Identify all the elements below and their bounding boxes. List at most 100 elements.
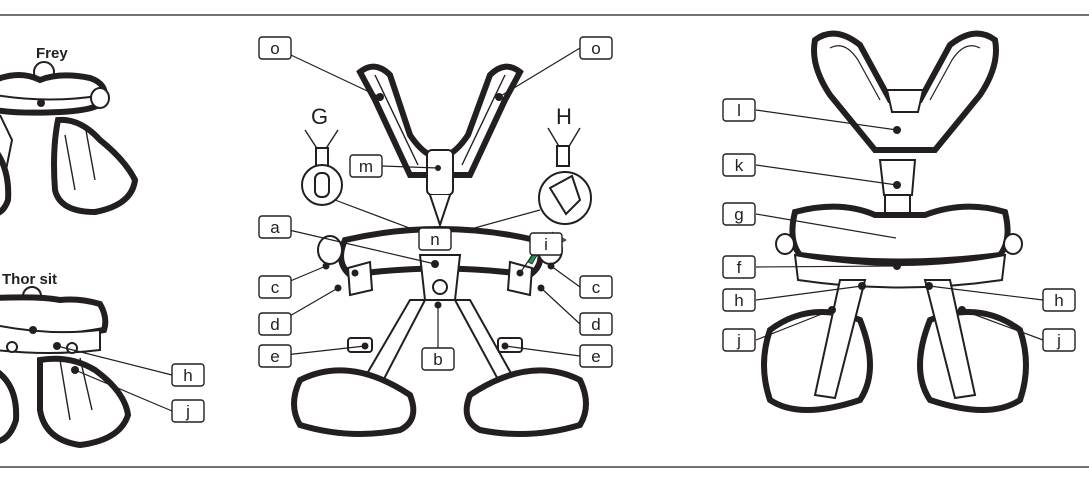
- frey-left-leg-loop: [0, 152, 12, 216]
- label-g: g: [722, 202, 756, 226]
- right-right-gear-loop: [1003, 233, 1023, 255]
- svg-text:l: l: [737, 101, 741, 120]
- right-waist-pad: [789, 203, 1011, 265]
- inset-h-leader: [459, 209, 541, 233]
- label-o-right: o: [579, 36, 613, 60]
- inset-g-leader: [334, 199, 421, 233]
- center-b-ring: [432, 279, 448, 295]
- center-chest-link: [429, 194, 451, 229]
- leader-e-right: [504, 345, 581, 357]
- svg-text:e: e: [270, 347, 279, 366]
- inset-h-carabiner: [548, 174, 582, 216]
- label-i: i: [529, 232, 563, 256]
- label-d-right: d: [579, 312, 613, 336]
- svg-text:i: i: [544, 235, 548, 254]
- right-right-leg-strap: [923, 279, 977, 400]
- center-right-side-buckle: [506, 260, 534, 297]
- leader-l: [755, 109, 898, 131]
- leader-h-left: [755, 285, 863, 301]
- svg-text:o: o: [270, 39, 279, 58]
- label-h-left: h: [722, 288, 756, 312]
- inset-g-carabiner: [314, 172, 330, 198]
- center-chest-buckle: [426, 149, 454, 196]
- inset-g-title: G: [311, 104, 328, 129]
- svg-text:d: d: [270, 315, 279, 334]
- thor-h-leader: [56, 345, 173, 376]
- frey-waist-pad: [0, 72, 108, 116]
- svg-text:h: h: [1054, 291, 1063, 310]
- leader-m: [381, 165, 439, 169]
- svg-text:f: f: [737, 258, 742, 277]
- svg-text:j: j: [736, 331, 741, 350]
- label-n: n: [418, 227, 452, 251]
- thor-j-leader: [74, 369, 173, 412]
- leader-f: [755, 265, 898, 268]
- leader-j-right: [961, 309, 1044, 341]
- svg-text:c: c: [592, 278, 601, 297]
- leader-c-right: [550, 265, 581, 288]
- svg-text:d: d: [591, 315, 600, 334]
- thor-sit-harness: Thor sit h j: [0, 271, 205, 449]
- center-shoulder-stitch: [374, 74, 506, 166]
- label-a: a: [258, 215, 292, 239]
- leader-a: [275, 226, 436, 265]
- label-o-left: o: [258, 36, 292, 60]
- svg-text:k: k: [735, 156, 744, 175]
- right-harness: l k g f h j h j: [722, 30, 1076, 413]
- thor-right-leg-loop: [37, 355, 132, 449]
- right-shoulder-pads: [829, 45, 981, 101]
- thor-left-buckle: [6, 341, 18, 353]
- label-d-left: d: [258, 312, 292, 336]
- leader-k: [755, 164, 898, 186]
- label-c-right: c: [579, 275, 613, 299]
- svg-text:a: a: [270, 218, 280, 237]
- right-dorsal-buckle: [878, 159, 917, 196]
- center-right-leg-buckle: [497, 337, 523, 353]
- svg-text:j: j: [185, 402, 190, 421]
- svg-text:c: c: [271, 278, 280, 297]
- svg-text:b: b: [433, 350, 442, 369]
- center-left-leg-loop: [291, 367, 417, 437]
- leader-j-left: [755, 309, 833, 341]
- frey-gear-loop: [90, 87, 110, 109]
- label-j-right: j: [1042, 328, 1076, 352]
- center-left-side-buckle: [346, 260, 374, 297]
- label-e-left: e: [258, 344, 292, 368]
- svg-text:h: h: [734, 291, 743, 310]
- thor-leg-straps: [59, 357, 93, 421]
- leader-h-right: [928, 285, 1044, 301]
- label-j-left: j: [722, 328, 756, 352]
- center-harness: G H o o m a n i c c d d: [258, 36, 613, 437]
- svg-text:h: h: [183, 366, 192, 385]
- frey-center-point: [37, 99, 45, 107]
- frey-right-leg-loop: [51, 116, 139, 216]
- svg-text:g: g: [734, 205, 743, 224]
- svg-text:n: n: [430, 230, 439, 249]
- frey-leg-buckle: [64, 124, 96, 191]
- label-e-right: e: [579, 344, 613, 368]
- frey-harness: Frey: [0, 45, 139, 216]
- thor-sit-title: Thor sit: [2, 271, 57, 288]
- center-left-buckle-point: [351, 269, 359, 277]
- label-b: b: [421, 347, 455, 371]
- inset-h-buckle: [556, 145, 570, 167]
- label-l: l: [722, 98, 756, 122]
- right-collar: [885, 89, 925, 113]
- label-m: m: [349, 154, 383, 178]
- label-f: f: [722, 255, 756, 279]
- thor-right-buckle: [66, 342, 78, 354]
- thor-label-h: h: [171, 363, 205, 387]
- svg-text:o: o: [591, 39, 600, 58]
- leader-g: [755, 213, 897, 239]
- label-c-left: c: [258, 275, 292, 299]
- label-k: k: [722, 153, 756, 177]
- right-left-leg-strap: [813, 279, 867, 400]
- label-h-right: h: [1042, 288, 1076, 312]
- leader-d-right: [540, 287, 581, 325]
- svg-text:j: j: [1056, 331, 1061, 350]
- inset-h-title: H: [556, 104, 572, 129]
- center-left-gear-loop: [317, 235, 343, 265]
- center-right-leg-loop: [463, 367, 589, 437]
- center-left-leg-buckle: [347, 337, 373, 353]
